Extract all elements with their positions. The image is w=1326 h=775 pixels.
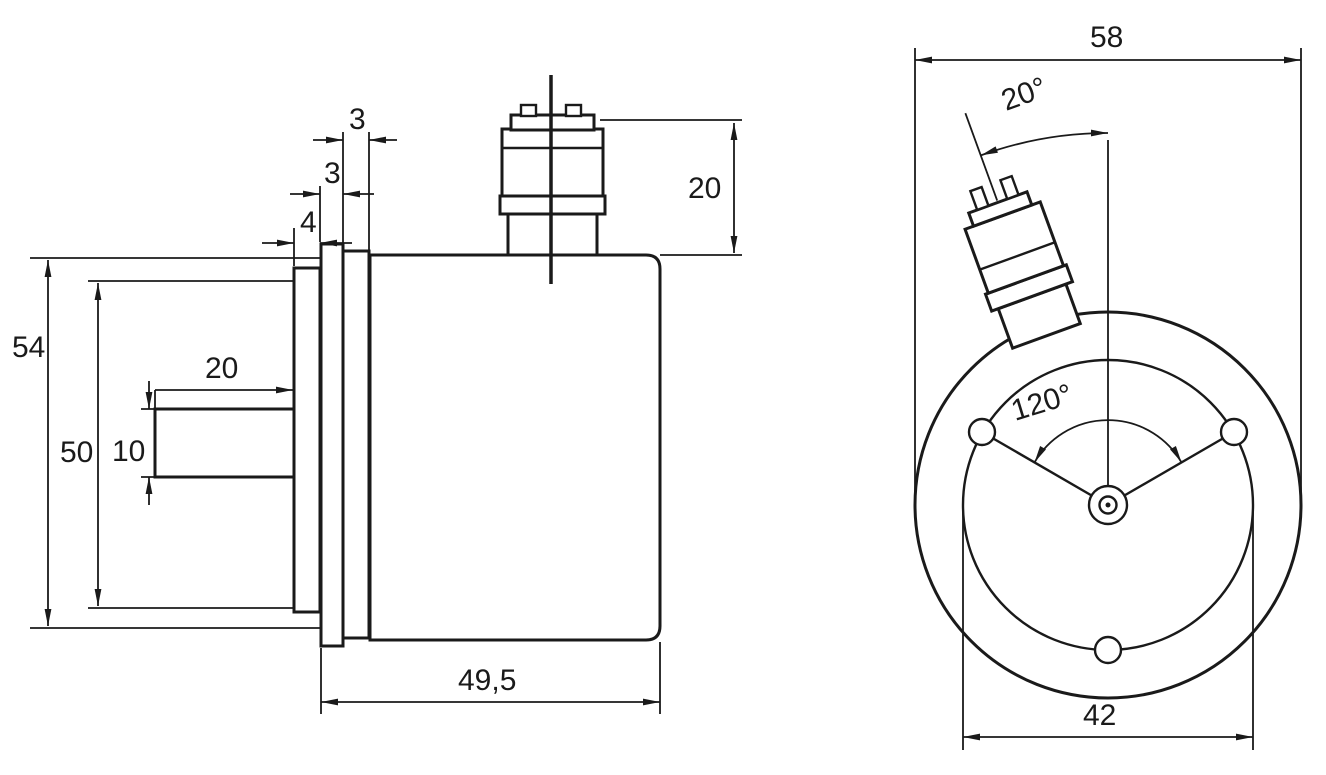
shaft <box>153 407 296 479</box>
connector-lug-right <box>564 103 583 118</box>
dim-body-length: 49,5 <box>321 664 660 706</box>
connector-lug-left <box>519 103 538 118</box>
dim-label-42: 42 <box>1083 699 1116 732</box>
angle-arc <box>980 129 1109 157</box>
dim-label-3b: 3 <box>349 103 366 136</box>
dim-label-3a: 3 <box>324 157 341 190</box>
dim-label-20deg: 20° <box>997 71 1051 118</box>
shaft-center-circle <box>1098 495 1118 515</box>
dim-label-20-connector: 20 <box>688 172 721 205</box>
hole-spoke-right <box>1107 430 1235 507</box>
dim-shaft-length: 20 <box>154 352 293 408</box>
connector-pin-right <box>998 174 1021 201</box>
dim-bolt-circle-diameter: 42 <box>962 512 1254 750</box>
connector-axis-extension <box>964 112 999 201</box>
angle-arc <box>1033 419 1183 463</box>
flange-spacer-plate <box>341 249 371 640</box>
dim-label-10: 10 <box>112 435 145 468</box>
dim-label-20-shaft: 20 <box>205 352 238 385</box>
connector-body-seam <box>979 241 1056 271</box>
mounting-flange-plate <box>319 242 345 648</box>
dim-outer-diameter: 58 <box>914 21 1302 502</box>
dim-flange-hub-width: 4 <box>262 206 352 247</box>
dim-label-4: 4 <box>300 206 317 239</box>
dim-label-49-5: 49,5 <box>458 664 516 697</box>
dim-shaft-diameter: 10 <box>112 381 158 505</box>
hole-spoke-left <box>981 430 1109 507</box>
mounting-hole-right <box>1219 417 1249 447</box>
dim-connector-height: 20 <box>688 123 738 253</box>
front-view: 120° 20° 58 4 <box>913 21 1303 750</box>
encoder-body-outline <box>368 253 662 642</box>
dim-overall-height: 54 <box>12 260 52 626</box>
connector-cap <box>966 189 1034 229</box>
flange-hub <box>292 266 322 614</box>
dim-spacer-width: 3 <box>313 103 397 144</box>
dim-label-54: 54 <box>12 331 45 364</box>
dim-connector-angle: 20° <box>980 71 1109 157</box>
connector-pin-left <box>968 185 991 212</box>
mounting-hole-left <box>967 417 997 447</box>
connector-front <box>963 112 1083 351</box>
dim-label-50: 50 <box>60 436 93 469</box>
center-point <box>1105 502 1111 508</box>
mounting-hole-bottom <box>1093 635 1123 665</box>
dim-label-58: 58 <box>1090 21 1123 54</box>
dim-body-height: 50 <box>60 283 102 606</box>
side-view: 54 50 10 20 4 <box>12 75 742 714</box>
dim-flange-plate-width: 3 <box>290 157 374 198</box>
